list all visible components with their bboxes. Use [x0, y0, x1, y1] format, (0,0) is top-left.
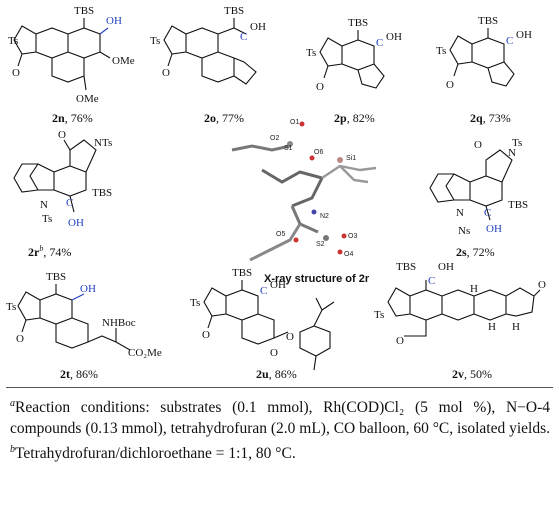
2v-keto-o-label: O — [538, 279, 546, 291]
structure-2n — [13, 18, 111, 91]
2v-h-label-1: H — [488, 321, 496, 333]
2v-caption: 2v, 50% — [452, 367, 492, 381]
2r-ts-label: Ts — [102, 137, 112, 149]
2t-o-label: O — [16, 333, 24, 345]
2r-tbs-label: TBS — [92, 187, 112, 199]
2s-n2-label: N — [456, 207, 464, 219]
structure-2t — [17, 284, 131, 351]
structure-2q — [449, 28, 515, 87]
xray-atom-o3: O3 — [348, 233, 357, 240]
footnote: aReaction conditions: substrates (0.1 mm… — [10, 393, 550, 464]
2u-caption: 2u, 86% — [256, 367, 297, 381]
structure-2s — [429, 149, 513, 221]
xray-structure — [231, 121, 377, 262]
footnote-a-text: Reaction conditions: substrates (0.1 mmo… — [10, 399, 551, 438]
xray-atom-s1: S1 — [284, 145, 293, 152]
2u-ester-o-label: O — [286, 331, 294, 343]
2s-n-label: N — [508, 147, 516, 159]
xray-atom-si1: Si1 — [346, 155, 356, 162]
2v-ts-label: Ts — [374, 309, 384, 321]
2p-ts-label: Ts — [306, 47, 316, 59]
2q-caption: 2q, 73% — [470, 111, 511, 125]
2t-tbs-label: TBS — [46, 271, 66, 283]
2s-ts-label: Ts — [512, 137, 522, 149]
xray-caption: X-ray structure of 2r — [264, 273, 370, 285]
2n-tbs-label: TBS — [74, 5, 94, 17]
2s-o-label: O — [474, 139, 482, 151]
footnote-divider — [6, 387, 553, 388]
2v-tbs-label: TBS — [396, 261, 416, 273]
structure-2r — [13, 139, 97, 213]
xray-atom-o2: O2 — [270, 135, 279, 142]
2o-ts-label: Ts — [150, 35, 160, 47]
2t-oh-label: OH — [80, 283, 96, 295]
2r-n-label: N — [94, 137, 102, 149]
xray-atom-n2: N2 — [320, 213, 329, 220]
2v-h-label-2: H — [470, 283, 478, 295]
2v-h-label-3: H — [512, 321, 520, 333]
2o-tbs-label: TBS — [224, 5, 244, 17]
2r-caption: 2rb, 74% — [28, 244, 71, 259]
reaction-scope-scheme: TBS OH Ts O OMe OMe 2n, 76% TBS C OH Ts … — [6, 5, 546, 381]
footnote-b-text: Tetrahydrofuran/dichloroethane = 1:1, 80… — [15, 445, 296, 463]
2q-o-label: O — [446, 79, 454, 91]
2u-oh-label: OH — [270, 279, 286, 291]
2n-comma: , — [65, 111, 71, 125]
xray-atom-o5: O5 — [276, 231, 285, 238]
2r-oh-label: OH — [68, 217, 84, 229]
2r-n2-label: N — [40, 199, 48, 211]
2n-id: 2n — [52, 111, 65, 125]
2o-c-label: C — [240, 31, 247, 43]
2p-tbs-label: TBS — [348, 17, 368, 29]
2u-c-label: C — [260, 285, 267, 297]
2n-oh-label: OH — [106, 15, 122, 27]
xray-atom-s2: S2 — [316, 241, 325, 248]
2t-caption: 2t, 86% — [60, 367, 98, 381]
2v-c-label: C — [428, 275, 435, 287]
2u-ts-label: Ts — [190, 297, 200, 309]
xray-atom-o4: O4 — [344, 251, 353, 258]
2r-o-label: O — [58, 129, 66, 141]
2n-o-label: O — [12, 67, 20, 79]
structure-2p — [319, 30, 385, 89]
2s-ns-label: Ns — [458, 225, 470, 237]
2n-ts-label: Ts — [8, 35, 18, 47]
2p-o-label: O — [316, 81, 324, 93]
2u-tbs-label: TBS — [232, 267, 252, 279]
2o-o-label: O — [162, 67, 170, 79]
2q-tbs-label: TBS — [478, 15, 498, 27]
structure-2o — [163, 18, 257, 85]
2u-carbonyl-o-label: O — [270, 347, 278, 359]
2q-c-label: C — [506, 35, 513, 47]
2n-ome-label-1: OMe — [112, 55, 135, 67]
structure-2v — [387, 280, 541, 337]
2o-oh-label: OH — [250, 21, 266, 33]
xray-atom-o6: O6 — [314, 149, 323, 156]
2n-yield: 76% — [71, 111, 93, 125]
2t-ts-label: Ts — [6, 301, 16, 313]
xray-atom-o1: O1 — [290, 119, 299, 126]
2v-oh-label: OH — [438, 261, 454, 273]
footnote-b-mark: b — [10, 444, 15, 456]
2v-o-label: O — [396, 335, 404, 347]
2t-co2me-label: CO₂Me — [128, 347, 162, 359]
2s-c-label: C — [484, 207, 491, 219]
2q-ts-label: Ts — [436, 45, 446, 57]
2o-caption: 2o, 77% — [204, 111, 244, 125]
2s-tbs-label: TBS — [508, 199, 528, 211]
2p-caption: 2p, 82% — [334, 111, 375, 125]
2r-ts2-label: Ts — [42, 213, 52, 225]
2n-caption: 2n, 76% — [52, 111, 93, 125]
structure-2u — [203, 280, 335, 371]
2s-caption: 2s, 72% — [456, 245, 495, 259]
2q-oh-label: OH — [516, 29, 532, 41]
2s-oh-label: OH — [486, 223, 502, 235]
2n-ome-label-2: OMe — [76, 93, 99, 105]
2t-nhboc-label: NHBoc — [102, 317, 136, 329]
footnote-a-mark: a — [10, 398, 15, 409]
2p-c-label: C — [376, 37, 383, 49]
2p-oh-label: OH — [386, 31, 402, 43]
2u-o-label: O — [202, 329, 210, 341]
2r-c-label: C — [66, 197, 73, 209]
